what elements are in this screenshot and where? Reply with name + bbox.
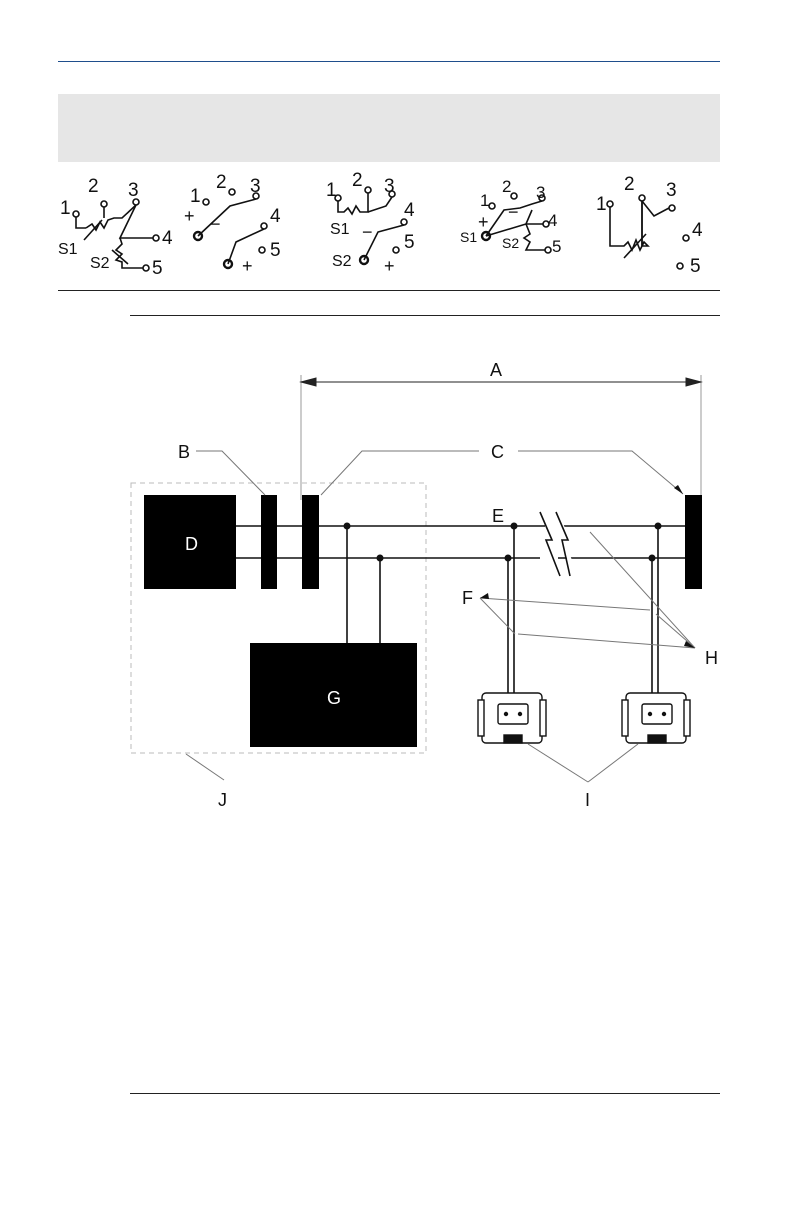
callout-d: D bbox=[185, 534, 198, 554]
junction-dots bbox=[344, 523, 662, 562]
segment-length-dimension bbox=[301, 375, 701, 500]
callout-g: G bbox=[327, 688, 341, 708]
callout-i: I bbox=[585, 790, 590, 810]
field-device-2 bbox=[622, 693, 690, 743]
power-conditioner-block bbox=[261, 495, 277, 589]
terminator-right bbox=[685, 495, 702, 589]
callout-c: C bbox=[491, 442, 504, 462]
callout-f: F bbox=[462, 588, 473, 608]
callout-j: J bbox=[218, 790, 227, 810]
callout-e: E bbox=[492, 506, 504, 526]
field-device-1 bbox=[478, 693, 546, 743]
callout-b: B bbox=[178, 442, 190, 462]
callout-h: H bbox=[705, 648, 718, 668]
callout-a: A bbox=[490, 360, 502, 380]
terminator-left bbox=[302, 495, 319, 589]
figure-bottom-rule bbox=[130, 1093, 720, 1094]
